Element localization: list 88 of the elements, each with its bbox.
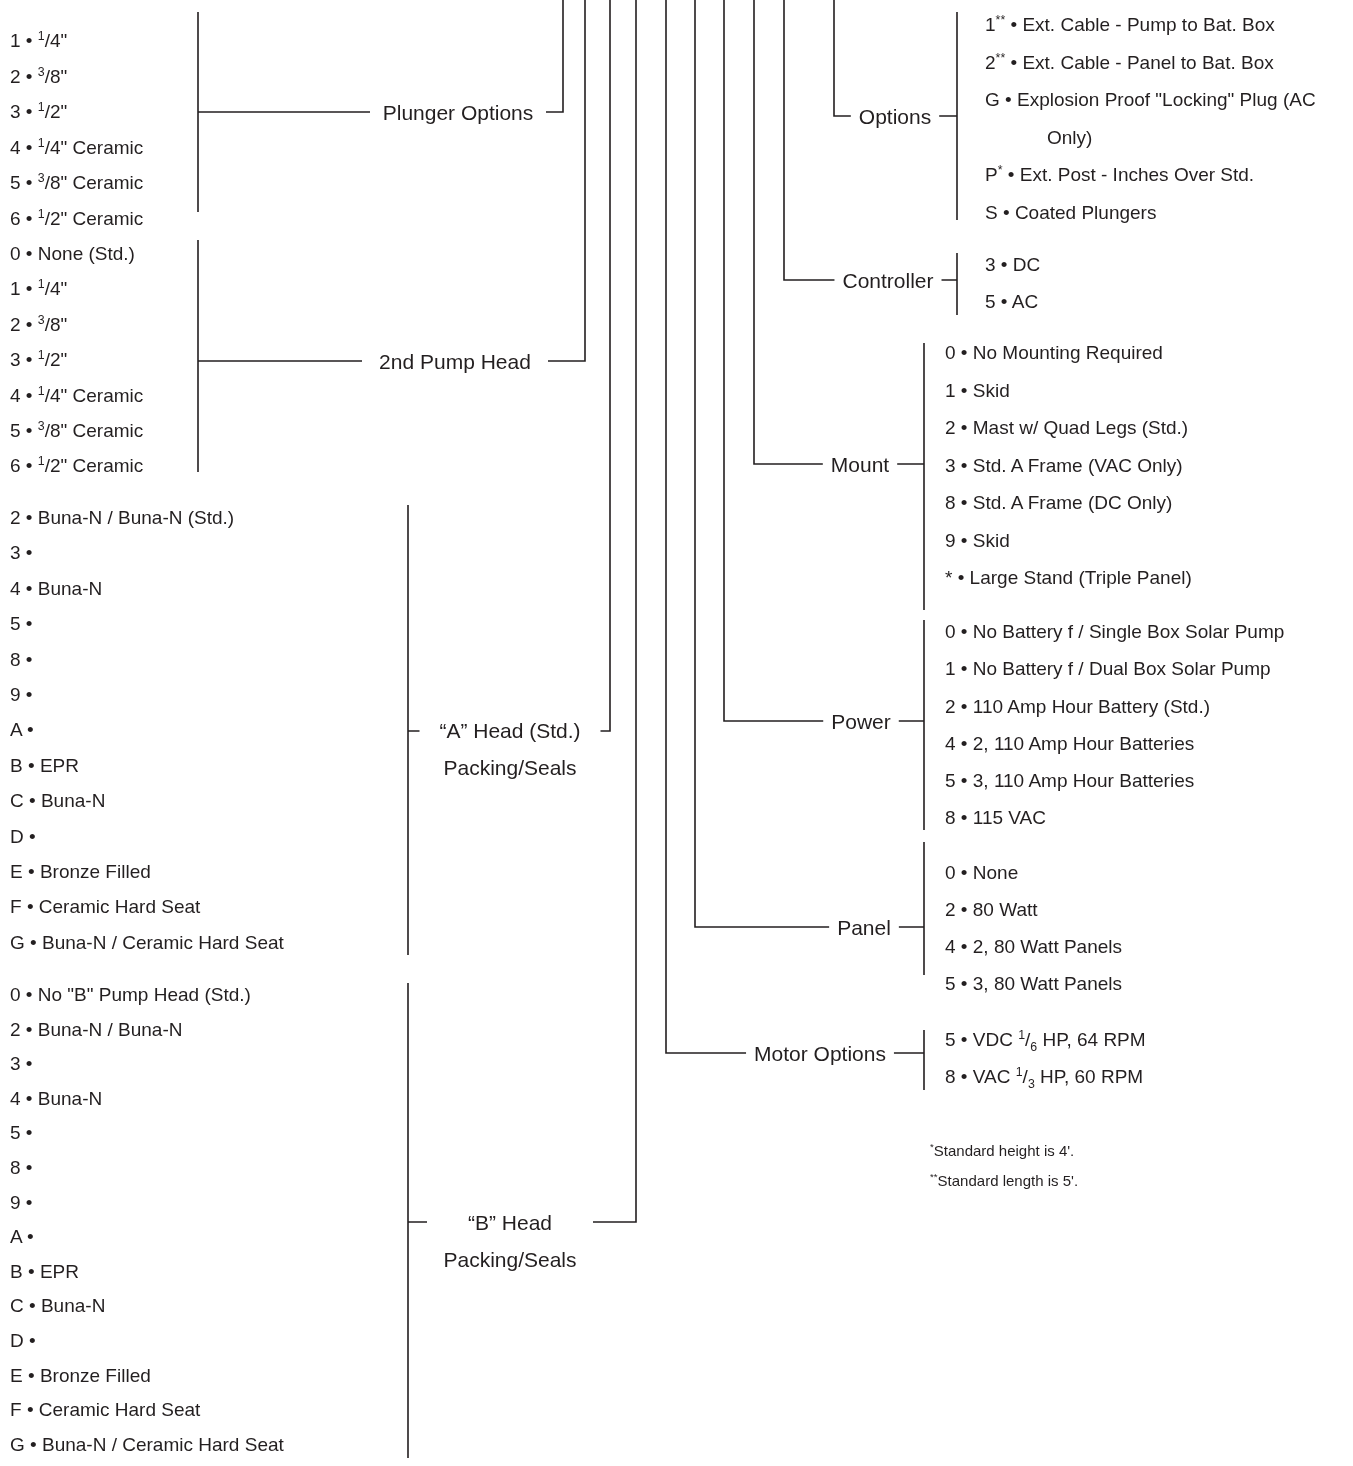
option-row-text: 5 • $^{3}$/8" Ceramic	[10, 417, 144, 444]
option-row-text: 1 • Skid	[945, 378, 1010, 403]
option-row-text: 3 •	[10, 541, 33, 566]
option-row-text: P$^{*}$ • Ext. Post - Inches Over Std.	[985, 161, 1256, 187]
option-row-text: B • EPR	[10, 1259, 79, 1284]
option-row-text: 8 •	[10, 1155, 33, 1180]
group-label: Panel	[829, 908, 899, 946]
option-row-text: 1 • $^{1}$/4"	[10, 276, 68, 302]
option-row-text: 2 • $^{3}$/8"	[10, 63, 68, 89]
group-label: Motor Options	[746, 1034, 894, 1072]
group-label: Mount	[822, 445, 898, 483]
option-row-text: 9 • Skid	[945, 528, 1010, 553]
option-row-text: 2 • Mast w/ Quad Legs (Std.)	[945, 416, 1189, 440]
option-row-text: 5 • 3, 80 Watt Panels	[945, 972, 1123, 996]
option-row-text: G • Buna-N / Ceramic Hard Seat	[10, 930, 284, 955]
option-row-text: 2 • 80 Watt	[945, 898, 1038, 922]
option-row-text: G • Explosion Proof "Locking" Plug (AC Only)	[985, 88, 1317, 150]
option-row-text: * • Large Stand (Triple Panel)	[945, 566, 1192, 590]
connector-line	[723, 0, 825, 722]
option-row-text: 9 •	[10, 683, 33, 708]
connector-line	[783, 0, 836, 281]
footnote: $^{**}$Standard length is 5'.	[930, 1172, 1079, 1189]
option-row-text: C • Buna-N	[10, 789, 106, 814]
option-row-text: 0 • None	[945, 861, 1019, 885]
option-row-text: D •	[10, 824, 36, 849]
option-row-text: 9 •	[10, 1190, 33, 1215]
footnote: $^{*}$Standard height is 4'.	[930, 1142, 1075, 1159]
option-row-text: 2 • $^{3}$/8"	[10, 311, 68, 337]
option-row-text: A •	[10, 1225, 34, 1250]
option-row-text: 6 • $^{1}$/2" Ceramic	[10, 205, 144, 231]
option-row-text: 6 • $^{1}$/2" Ceramic	[10, 453, 144, 479]
option-row-text: F • Ceramic Hard Seat	[10, 1398, 201, 1423]
option-row-text: F • Ceramic Hard Seat	[10, 895, 201, 920]
option-row-text: 4 • Buna-N	[10, 1086, 103, 1111]
group-label: “A” Head (Std.) Packing/Seals	[419, 712, 601, 786]
connector-line	[665, 0, 747, 1054]
option-row-text: 3 •	[10, 1052, 33, 1077]
connector-line	[753, 0, 824, 465]
option-row-text: 0 • No "B" Pump Head (Std.)	[10, 983, 251, 1007]
option-row-text: B • EPR	[10, 753, 79, 778]
option-row-text: S • Coated Plungers	[985, 200, 1158, 225]
option-row-text: E • Bronze Filled	[10, 1363, 151, 1388]
option-row-text: 0 • None (Std.)	[10, 242, 135, 266]
option-row-text: 8 • VAC $^{1}$/$_{3}$ HP, 60 RPM	[945, 1063, 1144, 1093]
group-label: Controller	[834, 261, 942, 299]
option-row-text: 3 • $^{1}$/2"	[10, 346, 68, 373]
connector-line	[547, 0, 586, 362]
option-row-text: 2$^{**}$ • Ext. Cable - Panel to Bat. Box	[985, 49, 1275, 75]
option-row-text: 2 • 110 Amp Hour Battery (Std.)	[945, 694, 1211, 719]
option-row-text: 4 • Buna-N	[10, 576, 103, 601]
connector-line	[833, 0, 852, 117]
connector-line	[694, 0, 830, 928]
option-row-text: 5 • $^{3}$/8" Ceramic	[10, 170, 144, 196]
group-label: Plunger Options	[370, 93, 546, 131]
option-row-text: 4 • 2, 110 Amp Hour Batteries	[945, 731, 1195, 756]
option-row-text: 2 • Buna-N / Buna-N (Std.)	[10, 506, 235, 530]
option-row-text: E • Bronze Filled	[10, 860, 151, 885]
option-row-text: 4 • $^{1}$/4" Ceramic	[10, 134, 144, 160]
connector-line	[592, 0, 637, 1223]
option-row-text: 3 • $^{1}$/2"	[10, 98, 68, 125]
option-row-text: C • Buna-N	[10, 1294, 106, 1319]
connector-line	[599, 0, 611, 732]
option-row-text: 8 •	[10, 647, 33, 672]
option-row-text: 1 • $^{1}$/4"	[10, 27, 68, 53]
option-row-text: 5 •	[10, 1121, 33, 1146]
option-row-text: 5 • 3, 110 Amp Hour Batteries	[945, 769, 1195, 794]
option-row-text: 1 • No Battery f / Dual Box Solar Pump	[945, 657, 1271, 682]
option-row-text: A •	[10, 718, 34, 743]
group-label: Power	[823, 702, 899, 740]
option-row-text: 4 • $^{1}$/4" Ceramic	[10, 382, 144, 408]
option-row-text: 3 • Std. A Frame (VAC Only)	[945, 453, 1183, 478]
option-row-text: D •	[10, 1328, 36, 1353]
option-row-text: 0 • No Battery f / Single Box Solar Pump	[945, 620, 1285, 644]
connector-line	[545, 0, 564, 113]
option-row-text: 8 • 115 VAC	[945, 806, 1046, 831]
option-row-text: G • Buna-N / Ceramic Hard Seat	[10, 1432, 284, 1457]
option-row-text: 5 •	[10, 612, 33, 637]
option-row-text: 5 • AC	[985, 290, 1039, 314]
option-row-text: 3 • DC	[985, 253, 1041, 277]
group-label: “B” Head Packing/Seals	[427, 1204, 593, 1278]
option-row-text: 2 • Buna-N / Buna-N	[10, 1017, 183, 1042]
group-label: Options	[850, 97, 940, 135]
option-row-text: 4 • 2, 80 Watt Panels	[945, 935, 1123, 959]
option-row-text: 0 • No Mounting Required	[945, 341, 1163, 365]
option-row-text: 8 • Std. A Frame (DC Only)	[945, 491, 1173, 515]
group-label: 2nd Pump Head	[362, 342, 548, 380]
option-row-text: 1$^{**}$ • Ext. Cable - Pump to Bat. Box	[985, 11, 1276, 37]
option-row-text: 5 • VDC $^{1}$/$_{6}$ HP, 64 RPM	[945, 1026, 1146, 1056]
